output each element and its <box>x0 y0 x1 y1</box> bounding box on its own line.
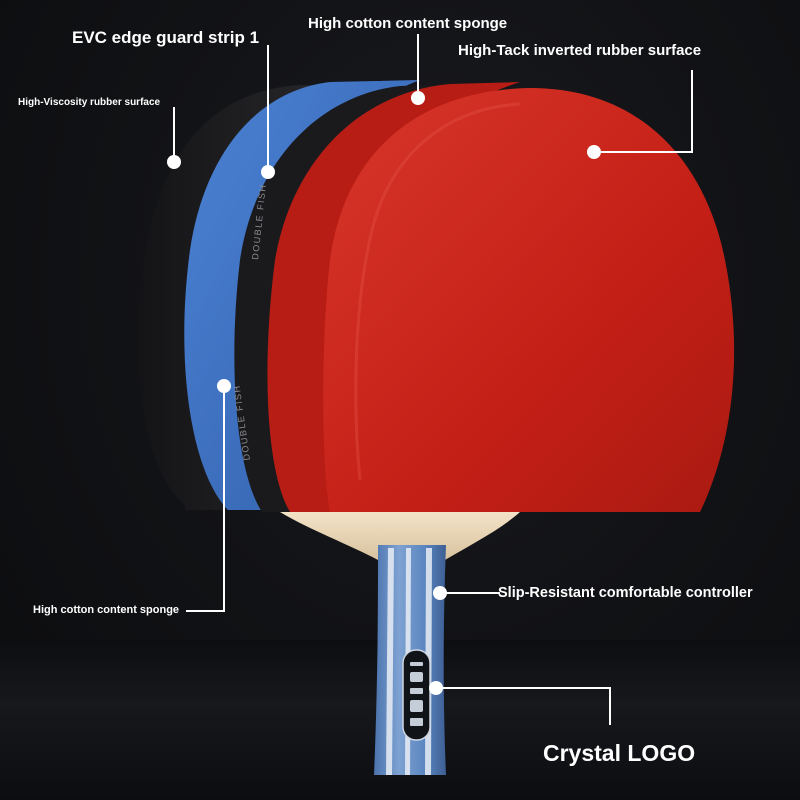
red-rubber-surface <box>323 88 735 512</box>
label-high-tack: High-Tack inverted rubber surface <box>458 42 702 59</box>
blade-neck <box>280 512 520 560</box>
label-crystal-logo: Crystal LOGO <box>543 740 696 766</box>
label-evc-edge-guard: EVC edge guard strip 1 <box>72 28 260 47</box>
label-sponge-top: High cotton content sponge <box>308 15 508 32</box>
red-rubber-highlight <box>354 102 521 481</box>
annotation-leaders <box>167 34 693 725</box>
label-high-viscosity: High-Viscosity rubber surface <box>18 97 161 108</box>
crystal-logo-badge <box>402 649 431 741</box>
crystal-logo-glyphs <box>410 662 423 726</box>
label-sponge-bottom: High cotton content sponge <box>33 604 180 616</box>
label-slip-resistant: Slip-Resistant comfortable controller <box>498 585 753 601</box>
